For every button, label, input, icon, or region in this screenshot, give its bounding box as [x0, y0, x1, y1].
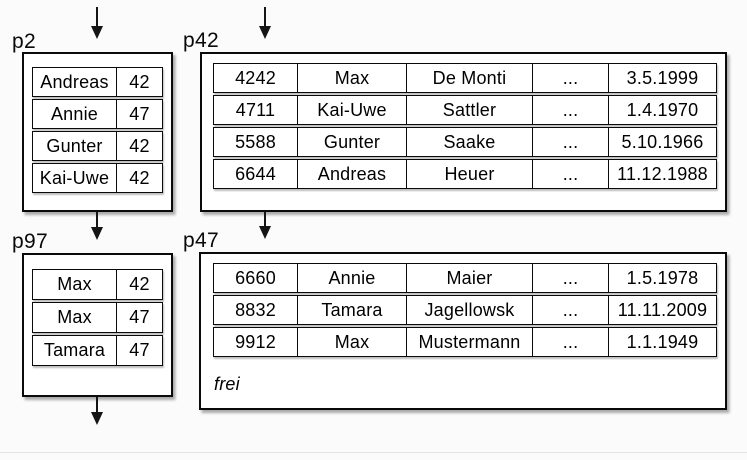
arrow-line — [96, 397, 98, 412]
key-cell: Max — [33, 270, 117, 299]
table-row: Kai-Uwe 42 — [32, 163, 163, 193]
table-row: Andreas 42 — [32, 67, 163, 97]
ellipsis-cell: ... — [533, 160, 609, 188]
arrow-head-icon — [91, 412, 103, 438]
down-arrow-out-of-p97 — [90, 397, 104, 438]
date-cell: 11.12.1988 — [617, 163, 708, 184]
date-cell: 1.5.1978 — [626, 267, 699, 288]
date-cell: 1.4.1970 — [626, 99, 699, 120]
id-cell: 8832 — [214, 296, 298, 324]
table-row: Annie 47 — [32, 99, 163, 129]
down-arrow-p2-to-p97 — [90, 212, 104, 253]
id-cell: 5588 — [214, 128, 298, 156]
table-row: Max 47 — [32, 302, 163, 333]
lastname-cell: Mustermann — [407, 328, 533, 356]
lastname-cell: Saake — [407, 128, 533, 156]
id-cell: 4242 — [214, 64, 298, 92]
down-arrow-into-p2 — [90, 7, 104, 52]
table-row: 4711 Kai-Uwe Sattler ... 1.4.1970 — [213, 95, 717, 125]
key-cell: Kai-Uwe — [33, 164, 117, 192]
page-table-p42: 4242 Max De Monti ... 3.5.1999 4711 Kai-… — [213, 63, 717, 189]
free-space-label: frei — [214, 374, 240, 394]
page-label-p2: p2 — [12, 30, 36, 53]
firstname-cell: Andreas — [298, 160, 407, 188]
lastname-cell: Sattler — [407, 96, 533, 124]
table-row: Tamara 47 — [32, 335, 163, 366]
date-cell: 3.5.1999 — [626, 67, 699, 88]
lastname-cell: Heuer — [407, 160, 533, 188]
key-cell: Andreas — [33, 68, 117, 96]
table-row: 6660 Annie Maier ... 1.5.1978 — [213, 263, 717, 293]
page-table-p97: Max 42 Max 47 Tamara 47 — [32, 269, 163, 366]
table-row: Max 42 — [32, 269, 163, 300]
ellipsis-cell: ... — [533, 328, 609, 356]
ellipsis-cell: ... — [533, 64, 609, 92]
arrow-head-icon — [91, 227, 103, 253]
page-label-p97: p97 — [12, 230, 48, 253]
date-cell: 11.11.2009 — [617, 299, 708, 320]
arrow-line — [96, 7, 98, 26]
ellipsis-cell: ... — [533, 128, 609, 156]
page-label-p47: p47 — [183, 229, 219, 252]
ellipsis-cell: ... — [533, 96, 609, 124]
ellipsis-cell: ... — [533, 296, 609, 324]
lastname-cell: De Monti — [407, 64, 533, 92]
page-table-p2: Andreas 42 Annie 47 Gunter 42 Kai-Uwe 42 — [32, 67, 163, 193]
firstname-cell: Max — [298, 64, 407, 92]
ellipsis-cell: ... — [533, 264, 609, 292]
firstname-cell: Max — [298, 328, 407, 356]
date-cell: 5.10.1966 — [621, 131, 704, 152]
firstname-cell: Annie — [298, 264, 407, 292]
pointer-cell: 42 — [129, 71, 150, 92]
key-cell: Tamara — [33, 336, 117, 365]
key-cell: Annie — [33, 100, 117, 128]
table-row: Gunter 42 — [32, 131, 163, 161]
table-row: 9912 Max Mustermann ... 1.1.1949 — [213, 327, 717, 357]
arrow-head-icon — [91, 26, 103, 52]
arrow-head-icon — [259, 226, 271, 252]
pointer-cell: 47 — [129, 307, 150, 327]
arrow-head-icon — [259, 26, 271, 52]
pointer-cell: 42 — [129, 274, 150, 294]
pointer-cell: 42 — [129, 135, 150, 156]
page-table-p47: 6660 Annie Maier ... 1.5.1978 8832 Tamar… — [213, 263, 717, 357]
arrow-line — [264, 7, 266, 26]
table-row: 6644 Andreas Heuer ... 11.12.1988 — [213, 159, 717, 189]
pointer-cell: 47 — [129, 340, 150, 360]
table-row: 4242 Max De Monti ... 3.5.1999 — [213, 63, 717, 93]
id-cell: 6660 — [214, 264, 298, 292]
arrow-line — [96, 212, 98, 227]
bottom-divider — [0, 452, 747, 453]
lastname-cell: Jagellowsk — [407, 296, 533, 324]
id-cell: 9912 — [214, 328, 298, 356]
page-label-p42: p42 — [183, 29, 219, 52]
pointer-cell: 47 — [129, 103, 150, 124]
date-cell: 1.1.1949 — [626, 331, 699, 352]
firstname-cell: Kai-Uwe — [298, 96, 407, 124]
down-arrow-into-p42 — [258, 7, 272, 52]
firstname-cell: Tamara — [298, 296, 407, 324]
table-row: 5588 Gunter Saake ... 5.10.1966 — [213, 127, 717, 157]
id-cell: 4711 — [214, 96, 298, 124]
key-cell: Gunter — [33, 132, 117, 160]
firstname-cell: Gunter — [298, 128, 407, 156]
lastname-cell: Maier — [407, 264, 533, 292]
table-row: 8832 Tamara Jagellowsk ... 11.11.2009 — [213, 295, 717, 325]
key-cell: Max — [33, 303, 117, 332]
arrow-line — [264, 212, 266, 226]
pointer-cell: 42 — [129, 167, 150, 188]
id-cell: 6644 — [214, 160, 298, 188]
down-arrow-p42-to-p47 — [258, 212, 272, 252]
